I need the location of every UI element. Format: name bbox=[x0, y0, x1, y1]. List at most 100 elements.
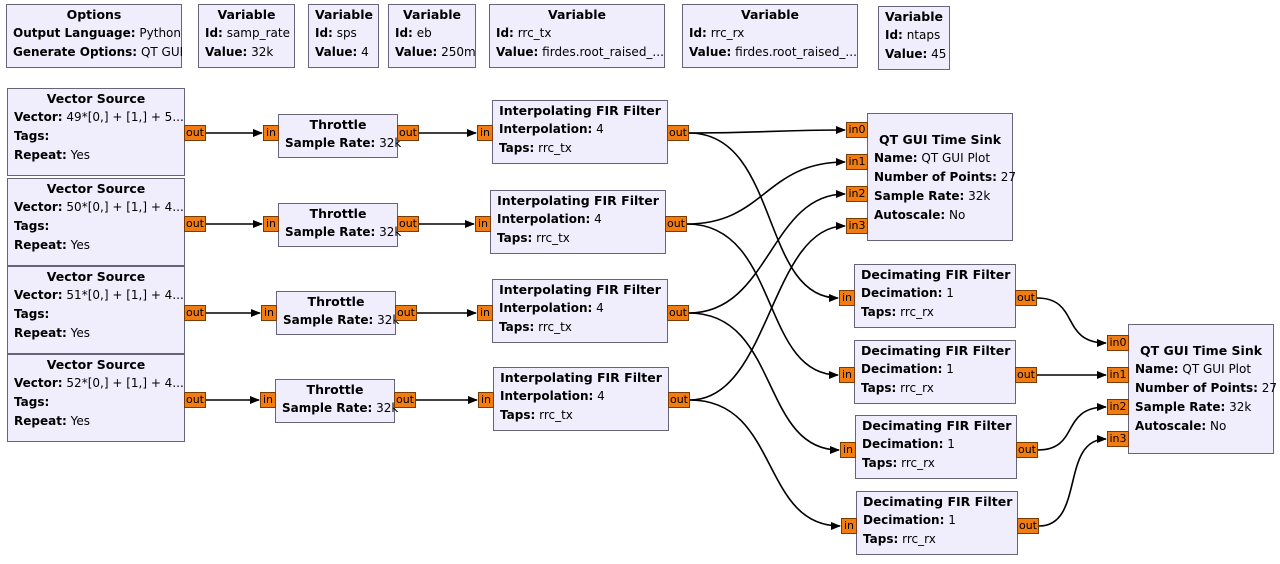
wire-int2-dec2[interactable] bbox=[688, 312, 840, 454]
param-value: Yes bbox=[70, 238, 90, 252]
decim-filter-in-port[interactable]: in bbox=[840, 442, 856, 458]
decim-filter-out-port[interactable]: out bbox=[1015, 290, 1037, 306]
wire-int3-sink3[interactable] bbox=[689, 222, 846, 401]
interp-filter-out-port[interactable]: out bbox=[668, 392, 690, 408]
param-key: Taps: bbox=[497, 231, 533, 245]
param-key: Repeat: bbox=[14, 326, 67, 340]
throttle-block[interactable]: Throttle Sample Rate: 32k bbox=[278, 114, 401, 158]
throttle-block[interactable]: Throttle Sample Rate: 32k bbox=[278, 203, 402, 247]
interp-filter-out-port[interactable]: out bbox=[667, 305, 689, 321]
vector-source-out-port[interactable]: out bbox=[184, 392, 206, 408]
variable-block-sps[interactable]: Variable Id: sps Value: 4 bbox=[308, 4, 379, 68]
wire-int0-sink0[interactable] bbox=[688, 126, 846, 135]
time-sink-in0-port[interactable]: in0 bbox=[846, 122, 868, 138]
wire-int3-dec3[interactable] bbox=[689, 399, 841, 530]
param-value: No bbox=[949, 208, 966, 222]
throttle-block[interactable]: Throttle Sample Rate: 32k bbox=[275, 379, 398, 423]
interp-filter-in-port[interactable]: in bbox=[478, 392, 494, 408]
options-block[interactable]: Options Output Language: Python Generate… bbox=[6, 4, 183, 68]
time-sink-in2-port[interactable]: in2 bbox=[846, 186, 868, 202]
throttle-in-port[interactable]: in bbox=[261, 305, 277, 321]
param-value: 32k bbox=[379, 225, 402, 239]
param-value: 1 bbox=[946, 362, 954, 376]
block-title: Decimating FIR Filter bbox=[861, 343, 1011, 358]
variable-block-samp-rate[interactable]: Variable Id: samp_rate Value: 32k bbox=[198, 4, 295, 68]
interpolating-fir-filter-block[interactable]: Interpolating FIR Filter Interpolation: … bbox=[492, 100, 668, 164]
interp-filter-out-port[interactable]: out bbox=[665, 216, 687, 232]
variable-block-rrc-rx[interactable]: Variable Id: rrc_rx Value: firdes.root_r… bbox=[682, 4, 858, 68]
wire-int1-dec1[interactable] bbox=[686, 223, 839, 379]
param-key: Decimation: bbox=[861, 286, 943, 300]
qt-gui-time-sink-block[interactable]: QT GUI Time Sink Name: QT GUI Plot Numbe… bbox=[867, 113, 1016, 241]
variable-block-rrc-tx[interactable]: Variable Id: rrc_tx Value: firdes.root_r… bbox=[489, 4, 665, 68]
param-key: Decimation: bbox=[861, 362, 943, 376]
interpolating-fir-filter-block[interactable]: Interpolating FIR Filter Interpolation: … bbox=[493, 367, 669, 431]
param-key: Repeat: bbox=[14, 414, 67, 428]
wire-dec0-sink4[interactable] bbox=[1036, 297, 1107, 347]
time-sink-in2-port[interactable]: in2 bbox=[1107, 399, 1129, 415]
wire-int0-dec0[interactable] bbox=[688, 132, 839, 302]
throttle-in-port[interactable]: in bbox=[260, 392, 276, 408]
block-title: Interpolating FIR Filter bbox=[499, 103, 661, 118]
time-sink-in1-port[interactable]: in1 bbox=[846, 154, 868, 170]
param-value: eb bbox=[416, 26, 432, 40]
qt-gui-time-sink-block[interactable]: QT GUI Time Sink Name: QT GUI Plot Numbe… bbox=[1128, 324, 1277, 454]
throttle-in-port[interactable]: in bbox=[263, 216, 279, 232]
time-sink-in3-port[interactable]: in3 bbox=[846, 218, 868, 234]
interpolating-fir-filter-block[interactable]: Interpolating FIR Filter Interpolation: … bbox=[492, 279, 668, 343]
param-key: Number of Points: bbox=[1135, 381, 1258, 395]
time-sink-in1-port[interactable]: in1 bbox=[1107, 367, 1129, 383]
vector-source-out-port[interactable]: out bbox=[184, 305, 206, 321]
param-key: Taps: bbox=[499, 141, 535, 155]
decim-filter-out-port[interactable]: out bbox=[1017, 518, 1039, 534]
block-title: Interpolating FIR Filter bbox=[499, 282, 661, 297]
interp-filter-out-port[interactable]: out bbox=[667, 125, 689, 141]
vector-source-block[interactable]: Vector Source Vector: 49*[0,] + [1,] + 5… bbox=[7, 88, 185, 176]
vector-source-block[interactable]: Vector Source Vector: 51*[0,] + [1,] + 4… bbox=[7, 266, 185, 354]
param-value: 4 bbox=[596, 301, 604, 315]
decim-filter-out-port[interactable]: out bbox=[1016, 442, 1038, 458]
decimating-fir-filter-block[interactable]: Decimating FIR Filter Decimation: 1 Taps… bbox=[855, 415, 1017, 479]
param-key: Vector: bbox=[14, 288, 63, 302]
param-key: Name: bbox=[874, 151, 918, 165]
param-key: Decimation: bbox=[862, 437, 944, 451]
param-value: rrc_rx bbox=[902, 532, 936, 546]
vector-source-out-port[interactable]: out bbox=[184, 216, 206, 232]
variable-block-ntaps[interactable]: Variable Id: ntaps Value: 45 bbox=[878, 6, 950, 70]
decimating-fir-filter-block[interactable]: Decimating FIR Filter Decimation: 1 Taps… bbox=[854, 340, 1016, 404]
param-value: 1 bbox=[948, 513, 956, 527]
param-value: rrc_rx bbox=[900, 305, 934, 319]
decim-filter-in-port[interactable]: in bbox=[841, 518, 857, 534]
wire-int2-sink2[interactable] bbox=[688, 190, 846, 314]
throttle-out-port[interactable]: out bbox=[397, 216, 419, 232]
decimating-fir-filter-block[interactable]: Decimating FIR Filter Decimation: 1 Taps… bbox=[854, 264, 1016, 328]
throttle-out-port[interactable]: out bbox=[395, 305, 417, 321]
throttle-in-port[interactable]: in bbox=[263, 125, 279, 141]
throttle-out-port[interactable]: out bbox=[394, 392, 416, 408]
variable-block-eb[interactable]: Variable Id: eb Value: 250m bbox=[388, 4, 476, 68]
param-value: rrc_tx bbox=[538, 320, 572, 334]
time-sink-in0-port[interactable]: in0 bbox=[1107, 335, 1129, 351]
wire-int1-sink1[interactable] bbox=[686, 158, 846, 225]
decim-filter-out-port[interactable]: out bbox=[1015, 367, 1037, 383]
block-title: Variable bbox=[885, 9, 944, 24]
vector-source-block[interactable]: Vector Source Vector: 52*[0,] + [1,] + 4… bbox=[7, 354, 185, 442]
param-value: Yes bbox=[70, 148, 90, 162]
vector-source-block[interactable]: Vector Source Vector: 50*[0,] + [1,] + 4… bbox=[7, 178, 185, 266]
decim-filter-in-port[interactable]: in bbox=[839, 367, 855, 383]
wire-dec2-sink6[interactable] bbox=[1037, 403, 1107, 451]
block-title: Throttle bbox=[309, 117, 367, 132]
wire-dec3-sink7[interactable] bbox=[1038, 435, 1107, 527]
throttle-block[interactable]: Throttle Sample Rate: 32k bbox=[276, 291, 399, 335]
block-title: Variable bbox=[315, 7, 374, 22]
interp-filter-in-port[interactable]: in bbox=[477, 125, 493, 141]
time-sink-in3-port[interactable]: in3 bbox=[1107, 431, 1129, 447]
param-key: Taps: bbox=[861, 381, 897, 395]
decimating-fir-filter-block[interactable]: Decimating FIR Filter Decimation: 1 Taps… bbox=[856, 491, 1018, 555]
interp-filter-in-port[interactable]: in bbox=[475, 216, 491, 232]
throttle-out-port[interactable]: out bbox=[397, 125, 419, 141]
vector-source-out-port[interactable]: out bbox=[184, 125, 206, 141]
decim-filter-in-port[interactable]: in bbox=[839, 290, 855, 306]
interpolating-fir-filter-block[interactable]: Interpolating FIR Filter Interpolation: … bbox=[490, 190, 666, 254]
interp-filter-in-port[interactable]: in bbox=[477, 305, 493, 321]
